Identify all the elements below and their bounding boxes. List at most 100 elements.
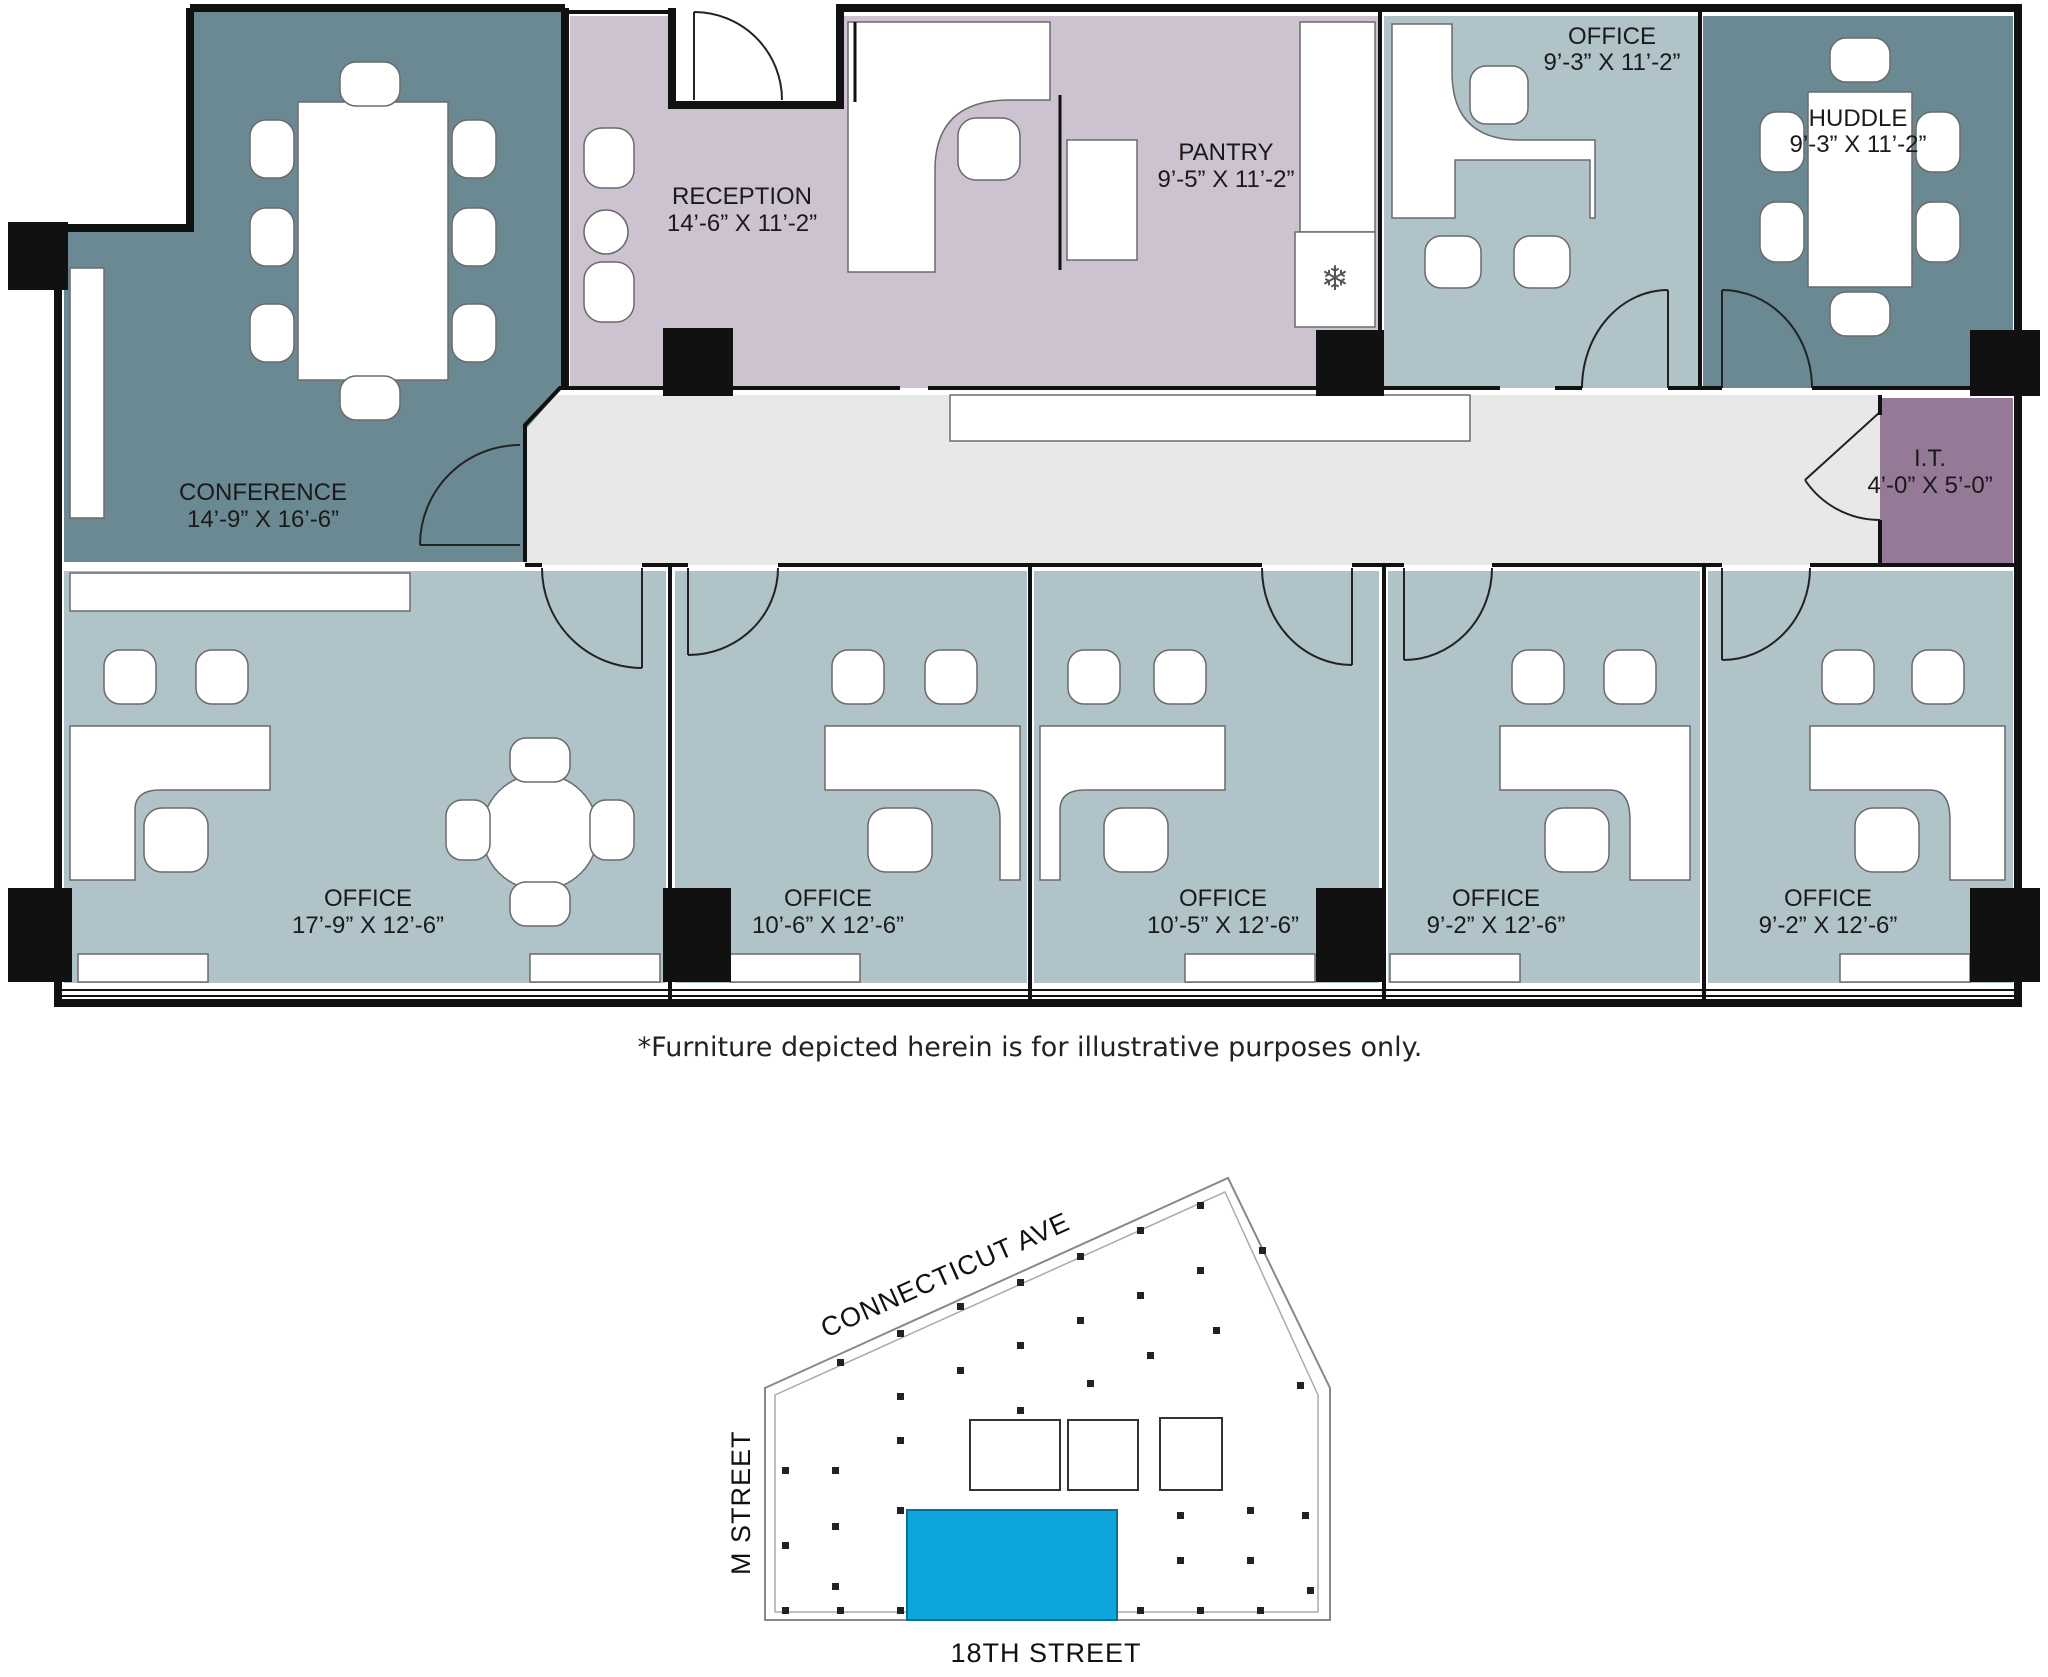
- exterior-wall: [54, 4, 2022, 1007]
- furniture-disclaimer: *Furniture depicted herein is for illust…: [638, 1032, 1423, 1063]
- room-floor-it: [1880, 398, 2013, 563]
- building-column: [1017, 1342, 1024, 1349]
- huddle-chair: [1759, 111, 1805, 173]
- chair-office-top-guest: [1513, 235, 1571, 289]
- reception-chair: [583, 261, 635, 323]
- building-column: [832, 1523, 839, 1530]
- desk-office-top: [1391, 23, 1596, 219]
- huddle-chair: [1829, 291, 1891, 337]
- door-swing-conference: [419, 444, 521, 546]
- building-column: [1197, 1267, 1204, 1274]
- building-column: [897, 1393, 904, 1400]
- street-label-18th-street: 18TH STREET: [950, 1638, 1141, 1668]
- wall-conference-right: [523, 386, 565, 562]
- building-column: [1177, 1512, 1184, 1519]
- building-column: [782, 1467, 789, 1474]
- building-column: [1177, 1557, 1184, 1564]
- corridor-cabinets: [949, 394, 1471, 442]
- wall-office-partitions: [668, 565, 1706, 1000]
- building-column: [782, 1607, 789, 1614]
- door-swing-huddle: [1721, 289, 1813, 389]
- door-swing-office-2: [687, 567, 779, 656]
- huddle-chair: [1915, 111, 1961, 173]
- building-column: [1197, 1607, 1204, 1614]
- snowflake-icon: ❄: [1321, 260, 1350, 298]
- window-line: [58, 989, 2018, 997]
- building-column: [1087, 1380, 1094, 1387]
- building-column: [897, 1507, 904, 1514]
- building-column: [1247, 1557, 1254, 1564]
- building-column: [1307, 1587, 1314, 1594]
- door-swing-office-1: [541, 567, 643, 669]
- pantry-appliance: [1066, 139, 1138, 261]
- building-column: [837, 1359, 844, 1366]
- walls: [8, 4, 2040, 1007]
- office-1-credenza: [69, 572, 411, 612]
- chair-office-top-guest: [1424, 235, 1482, 289]
- building-column: [1017, 1279, 1024, 1286]
- conference-table: [297, 101, 449, 381]
- building-column: [837, 1607, 844, 1614]
- room-label-it: I.T.4’-0” X 5’-0”: [1867, 445, 1992, 499]
- building-column: [1213, 1327, 1220, 1334]
- building-column: [832, 1583, 839, 1590]
- building-column: [1147, 1352, 1154, 1359]
- conference-chairs: [249, 61, 497, 421]
- building-column: [897, 1437, 904, 1444]
- office-2-furniture: [824, 649, 1021, 881]
- building-column: [1297, 1382, 1304, 1389]
- building-outline-inner: [774, 1191, 1319, 1613]
- columns: [8, 222, 2040, 982]
- key-plan: CONNECTICUT AVE M STREET 18TH STREET: [726, 1176, 1331, 1668]
- building-column: [897, 1607, 904, 1614]
- building-column: [1137, 1227, 1144, 1234]
- building-core: [969, 1417, 1223, 1491]
- pantry-counter: [1299, 21, 1376, 233]
- office-1-furniture: [69, 649, 635, 927]
- street-label-m-street: M STREET: [726, 1430, 756, 1575]
- door-swing-office-3: [1261, 567, 1353, 666]
- reception-side-table: [583, 209, 629, 255]
- door-swings: [419, 11, 1881, 669]
- door-swing-it: [1804, 411, 1881, 522]
- suite-highlight: [906, 1509, 1118, 1621]
- building-column: [1302, 1512, 1309, 1519]
- building-column: [1197, 1202, 1204, 1209]
- building-column: [1137, 1292, 1144, 1299]
- door-swing-office-top: [1581, 289, 1669, 389]
- building-column: [1257, 1607, 1264, 1614]
- building-column: [1077, 1253, 1084, 1260]
- building-column: [1247, 1507, 1254, 1514]
- building-column: [957, 1367, 964, 1374]
- door-swing-entry: [693, 11, 783, 101]
- building-column: [1017, 1407, 1024, 1414]
- building-column: [782, 1542, 789, 1549]
- refrigerator: [1294, 231, 1376, 328]
- door-swing-office-5: [1721, 567, 1811, 661]
- huddle-table: [1807, 91, 1913, 288]
- chair-office-top: [1469, 65, 1529, 125]
- building-column: [1137, 1607, 1144, 1614]
- building-column: [957, 1303, 964, 1310]
- reception-chair-desk: [957, 117, 1021, 181]
- office-5-furniture: [1809, 649, 2006, 881]
- building-column: [832, 1467, 839, 1474]
- building-column: [897, 1330, 904, 1337]
- door-swing-office-4: [1403, 567, 1493, 661]
- building-column: [1077, 1317, 1084, 1324]
- reception-desk: [847, 21, 1051, 273]
- office-4-furniture: [1499, 649, 1691, 881]
